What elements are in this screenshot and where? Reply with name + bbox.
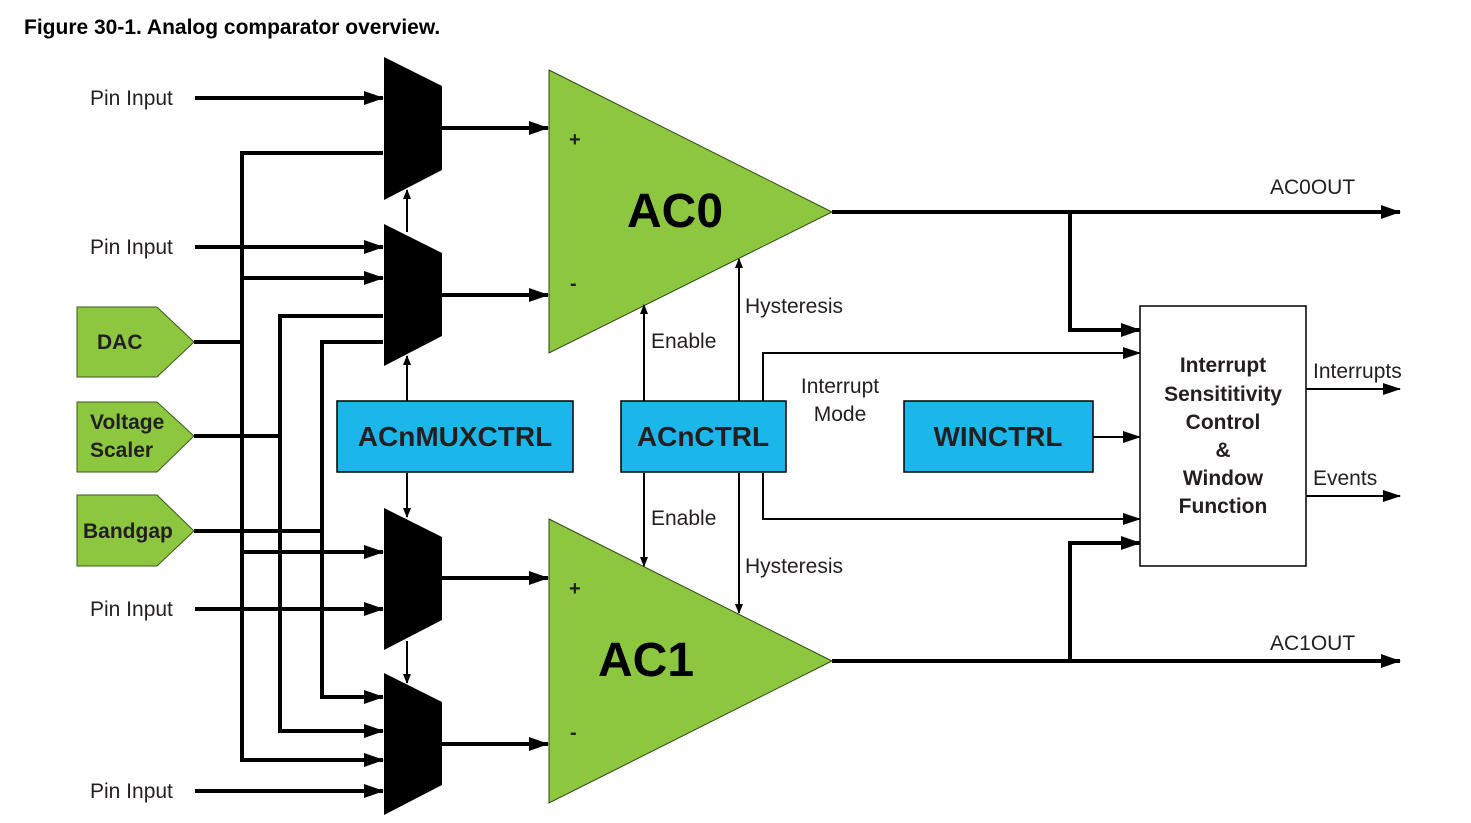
interrupt-block-line: &: [1215, 439, 1230, 462]
source-blocks: DAC Voltage Scaler Bandgap: [76, 306, 195, 567]
voltage-scaler-label-1: Voltage: [90, 411, 164, 434]
interrupt-block-line: Interrupt: [1180, 354, 1266, 377]
enable-top-label: Enable: [651, 330, 716, 353]
pin-input-label: Pin Input: [90, 780, 173, 803]
pin-input-labels: Pin Input Pin Input Pin Input Pin Input: [90, 87, 173, 803]
bandgap-label: Bandgap: [83, 520, 173, 543]
ac0-plus: +: [569, 129, 581, 151]
ac0-label: AC0: [627, 185, 723, 238]
voltage-scaler-label-2: Scaler: [90, 439, 153, 462]
interrupt-mode-line-top: [762, 347, 1141, 401]
acnmuxctrl-label: ACnMUXCTRL: [358, 421, 552, 452]
comparator-ac0: + - AC0: [548, 69, 834, 354]
ac1out-label: AC1OUT: [1270, 632, 1355, 655]
mux-2: [384, 508, 442, 650]
ac1-triangle: [548, 518, 834, 804]
bandgap-block: [76, 494, 195, 567]
input-wiring: [194, 91, 1401, 798]
ac1-to-interrupt: [1068, 536, 1141, 661]
vscaler-bus: [278, 314, 384, 738]
interrupt-window-block: Interrupt Sensititivity Control & Window…: [1139, 305, 1307, 567]
hysteresis-top-label: Hysteresis: [745, 295, 843, 318]
acnmuxctrl-block: [336, 400, 574, 473]
interrupt-window-box: [1139, 305, 1307, 567]
dac-bus: [240, 151, 384, 767]
dac-block: [76, 306, 195, 378]
control-lines: [640, 258, 1401, 614]
comparator-ac1: + - AC1: [548, 518, 834, 804]
bandgap-bus: [320, 340, 384, 704]
mux-3: [384, 673, 442, 815]
winctrl-block: [903, 400, 1094, 473]
ac0-to-interrupt: [1068, 212, 1141, 337]
interrupt-block-line: Function: [1179, 495, 1268, 518]
voltage-scaler-block: [76, 401, 195, 473]
mux-0: [384, 57, 442, 200]
signal-labels: Enable Hysteresis Enable Hysteresis Inte…: [651, 176, 1402, 655]
interrupt-block-line: Sensititivity: [1164, 383, 1282, 406]
interrupt-mode-label-1: Interrupt: [801, 375, 879, 398]
ac1-minus: -: [570, 722, 577, 744]
hysteresis-bottom-label: Hysteresis: [745, 555, 843, 578]
interrupt-block-line: Window: [1183, 467, 1264, 490]
interrupt-mode-line-bottom: [762, 473, 1141, 525]
pin-input-label: Pin Input: [90, 236, 173, 259]
ac1-label: AC1: [598, 634, 694, 687]
interrupt-block-line: Control: [1186, 411, 1261, 434]
enable-bottom-label: Enable: [651, 507, 716, 530]
ac1-plus: +: [569, 578, 581, 600]
figure-title: Figure 30-1. Analog comparator overview.: [24, 16, 441, 39]
pin-input-label: Pin Input: [90, 598, 173, 621]
dac-label: DAC: [97, 331, 143, 354]
ac0-minus: -: [570, 273, 577, 295]
events-label: Events: [1313, 467, 1377, 490]
ac0out-label: AC0OUT: [1270, 176, 1355, 199]
acnctrl-label: ACnCTRL: [637, 421, 769, 452]
winctrl-label: WINCTRL: [933, 421, 1062, 452]
interrupt-mode-label-2: Mode: [814, 403, 867, 426]
acnctrl-block: [620, 400, 787, 473]
mux-1: [384, 224, 442, 366]
interrupts-label: Interrupts: [1313, 360, 1402, 383]
multiplexers: [384, 57, 442, 815]
ac0-triangle: [548, 69, 834, 354]
pin-input-label: Pin Input: [90, 87, 173, 110]
register-blocks: ACnMUXCTRL ACnCTRL WINCTRL: [336, 400, 1094, 473]
